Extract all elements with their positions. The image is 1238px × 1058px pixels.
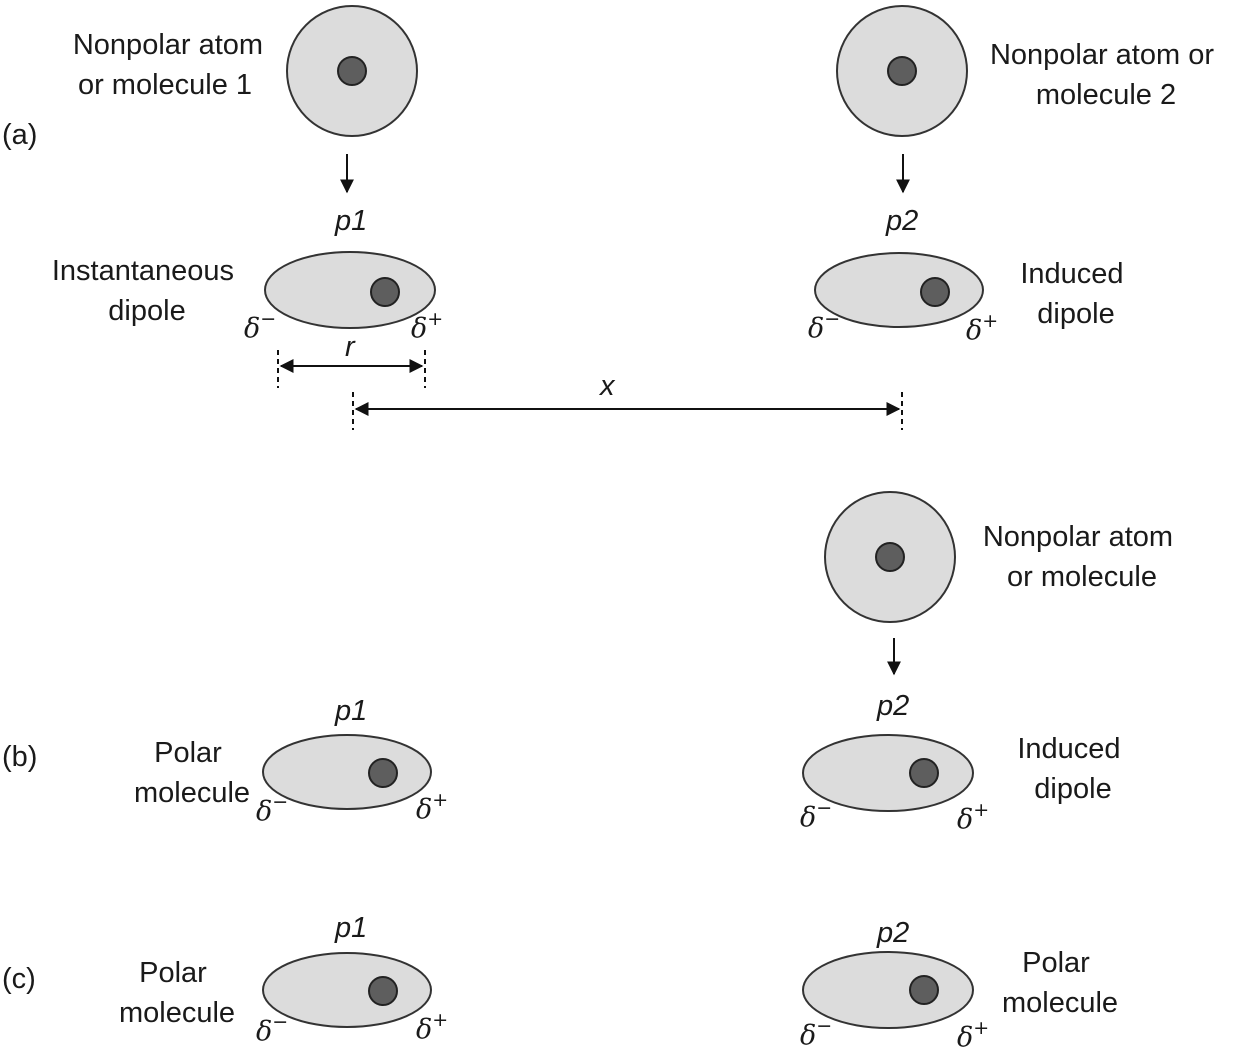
charge-negative: δ− xyxy=(800,797,832,833)
panel-a: (a) Nonpolar atom or molecule 1 Nonpolar… xyxy=(2,5,1222,430)
charge-positive: δ+ xyxy=(416,789,448,825)
polar-molecule-1-nucleus xyxy=(368,976,398,1006)
charge-positive: δ+ xyxy=(966,310,998,346)
polar-molecule-2-shell xyxy=(802,951,974,1029)
charge-negative: δ− xyxy=(808,308,840,344)
r-label: r xyxy=(345,331,356,363)
dipole-moment-p2-label: p2 xyxy=(885,205,918,237)
dipole-1-nucleus xyxy=(370,277,400,307)
charge-positive: δ+ xyxy=(957,799,989,835)
panel-a-label: (a) xyxy=(2,119,37,151)
dipole-moment-p2-label: p2 xyxy=(876,917,909,949)
induced-dipole-nucleus xyxy=(909,758,939,788)
nonpolar-atom xyxy=(824,491,956,623)
atom-nucleus xyxy=(875,542,905,572)
nonpolar-atom-label: Nonpolar atom or molecule xyxy=(983,521,1181,593)
x-label: x xyxy=(598,370,616,402)
dipole-moment-p1-label: p1 xyxy=(334,912,367,944)
polar-molecule-1-label: Polar molecule xyxy=(119,957,235,1029)
nonpolar-atom-1 xyxy=(286,5,418,137)
charge-negative: δ− xyxy=(244,308,276,344)
polar-molecule-2-nucleus xyxy=(909,975,939,1005)
panel-b: (b) Nonpolar atom or molecule p1 p2 Pola… xyxy=(2,491,1181,835)
panel-c-label: (c) xyxy=(2,963,36,995)
dipole-2-nucleus xyxy=(920,277,950,307)
charge-positive: δ+ xyxy=(416,1009,448,1045)
dipole-moment-p1-label: p1 xyxy=(334,695,367,727)
induced-dipole-label: Induced dipole xyxy=(1017,733,1128,805)
polar-molecule-2 xyxy=(802,951,974,1029)
dipole-moment-p2-label: p2 xyxy=(876,690,909,722)
charge-negative: δ− xyxy=(256,1011,288,1047)
atom-2-nucleus xyxy=(887,56,917,86)
dipole-2-shell xyxy=(814,252,984,328)
dipole-1-shell xyxy=(264,251,436,329)
dipole-moment-p1-label: p1 xyxy=(334,205,367,237)
instantaneous-dipole-label: Instantaneous dipole xyxy=(52,255,242,327)
atom-1-label: Nonpolar atom or molecule 1 xyxy=(73,29,271,101)
charge-positive: δ+ xyxy=(957,1017,989,1053)
polar-molecule-label: Polar molecule xyxy=(134,737,250,809)
panel-b-label: (b) xyxy=(2,741,37,773)
atom-2-label: Nonpolar atom or molecule 2 xyxy=(990,39,1222,111)
induced-dipole xyxy=(802,734,974,812)
dimension-x: x xyxy=(352,370,903,430)
atom-1-nucleus xyxy=(337,56,367,86)
polar-molecule-1 xyxy=(262,952,432,1028)
nonpolar-atom-2 xyxy=(836,5,968,137)
polar-molecule xyxy=(262,734,432,810)
polar-molecule-nucleus xyxy=(368,758,398,788)
dimension-r: r xyxy=(277,331,426,388)
charge-positive: δ+ xyxy=(411,308,443,344)
panel-c: (c) p1 p2 Polar molecule δ− δ+ Polar mol… xyxy=(2,912,1118,1053)
charge-negative: δ− xyxy=(800,1015,832,1051)
charge-negative: δ− xyxy=(256,791,288,827)
induced-dipole xyxy=(814,252,984,328)
polar-molecule-shell xyxy=(262,734,432,810)
induced-dipole-shell xyxy=(802,734,974,812)
instantaneous-dipole xyxy=(264,251,436,329)
polar-molecule-1-shell xyxy=(262,952,432,1028)
induced-dipole-label: Induced dipole xyxy=(1020,258,1131,330)
polar-molecule-2-label: Polar molecule xyxy=(1002,947,1118,1019)
